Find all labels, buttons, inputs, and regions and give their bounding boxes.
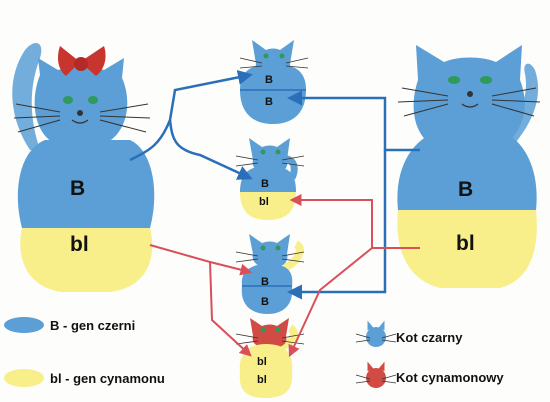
legend-gene-cinnamon-label: bl - gen cynamonu xyxy=(50,371,165,386)
father-gene-bottom: bl xyxy=(456,232,475,255)
kitten-4-gene-top: bl xyxy=(257,356,267,368)
mother-cat xyxy=(12,43,155,292)
legend-cat-black-label: Kot czarny xyxy=(396,330,463,345)
mother-body-yellow xyxy=(20,228,153,292)
kitten-3 xyxy=(235,234,305,314)
father-cat xyxy=(397,45,541,288)
kitten-4-gene-bottom: bl xyxy=(257,374,267,386)
bow-icon xyxy=(58,46,106,76)
mother-head xyxy=(34,58,128,148)
kitten-1 xyxy=(239,40,309,124)
mother-left-eye xyxy=(63,96,73,104)
mother-tail xyxy=(12,43,42,150)
mother-gene-top: B xyxy=(70,177,86,200)
arrow-mother-to-kitten-4 xyxy=(209,261,252,357)
father-right-eye xyxy=(480,76,492,84)
kitten-2-gene-bottom: bl xyxy=(259,196,269,208)
father-whiskers xyxy=(397,87,541,117)
father-left-eye xyxy=(448,76,460,84)
father-body-yellow xyxy=(397,210,537,288)
kitten-1-gene-bottom: B xyxy=(265,96,273,108)
legend-yellow-swatch xyxy=(4,369,44,387)
kitten-2 xyxy=(235,138,305,220)
kitten-3-gene-top: B xyxy=(261,276,269,288)
kitten-3-gene-bottom: B xyxy=(261,296,269,308)
legend-blue-swatch xyxy=(4,317,44,333)
kitten-1-gene-top: B xyxy=(265,74,273,86)
legend-cat-cinnamon-label: Kot cynamonowy xyxy=(396,370,504,385)
arrow-father-to-kitten-2 xyxy=(289,194,420,249)
legend-gene-black-label: B - gen czerni xyxy=(50,318,136,333)
mother-body-blue xyxy=(17,140,155,228)
arrow-father-to-kitten-4 xyxy=(288,247,373,358)
arrow-father-to-kitten-1 xyxy=(287,90,420,152)
father-head xyxy=(413,45,525,155)
legend-black-cat-icon xyxy=(355,320,397,347)
father-body-blue xyxy=(397,130,537,210)
kitten-4 xyxy=(235,318,305,398)
blue-arrows xyxy=(129,69,420,300)
arrow-father-to-kitten-3 xyxy=(287,150,387,300)
mother-gene-bottom: bl xyxy=(70,233,89,256)
legend-cinnamon-cat-icon xyxy=(355,361,397,388)
father-gene-top: B xyxy=(458,178,474,201)
arrow-mother-to-kitten-2 xyxy=(168,119,253,180)
kitten-2-gene-top: B xyxy=(261,178,269,190)
mother-right-eye xyxy=(88,96,98,104)
father-tail xyxy=(492,63,539,161)
red-arrows xyxy=(149,194,420,358)
mother-whiskers xyxy=(13,103,151,133)
arrow-mother-to-kitten-3 xyxy=(149,244,253,276)
